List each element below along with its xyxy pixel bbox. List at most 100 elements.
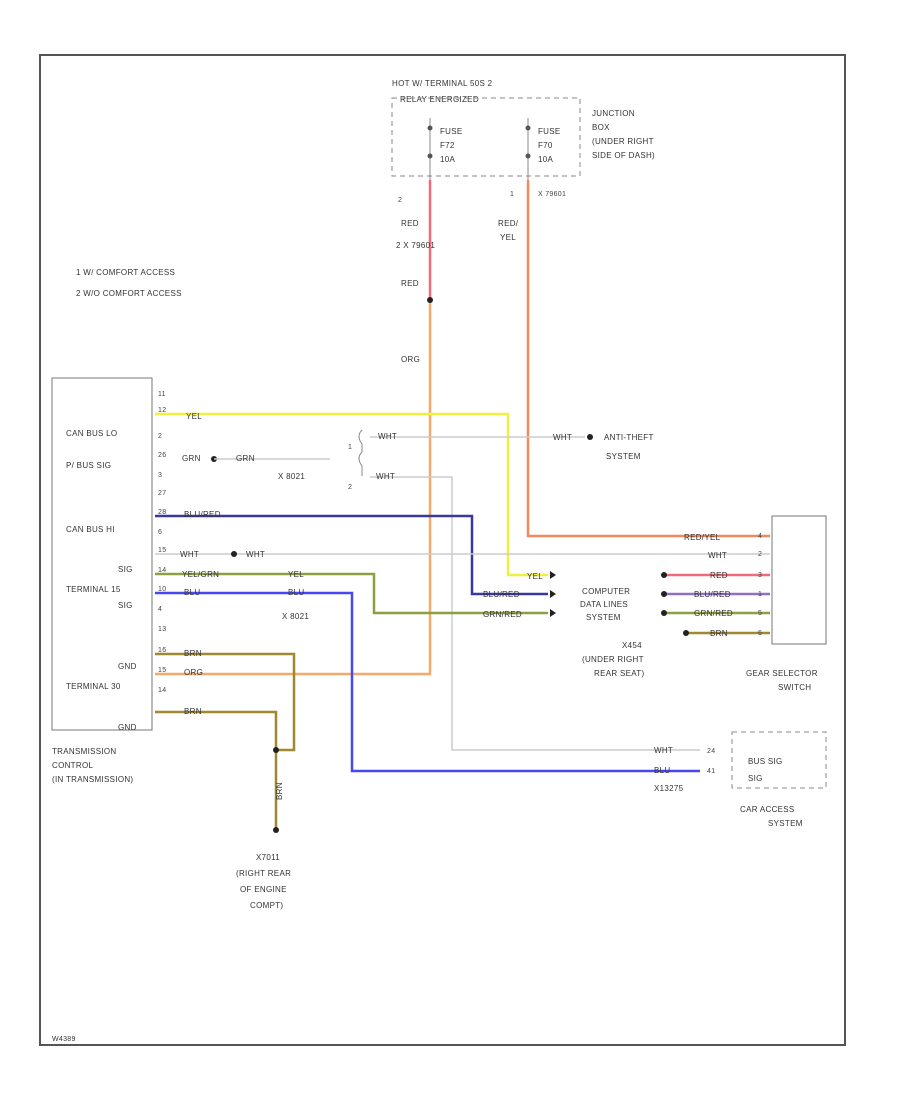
computer-data-label-2: DATA LINES — [580, 600, 628, 609]
wire-label-red-yel-right: RED/YEL — [684, 533, 721, 542]
dot-brn-gs — [683, 630, 689, 636]
wire-group — [155, 180, 770, 833]
gear-selector-pin: 2 — [758, 551, 762, 558]
tcm-label-can-hi: CAN BUS HI — [66, 525, 115, 534]
gear-selector-name-1: GEAR SELECTOR — [746, 669, 818, 678]
gear-selector-pin: 6 — [758, 630, 762, 637]
wire-label-org2: ORG — [184, 668, 203, 677]
arrow-yel — [550, 571, 556, 579]
tcm-label-pbus: P/ BUS SIG — [66, 461, 111, 470]
arrow-blu-red — [550, 590, 556, 598]
transmission-control-box — [51, 377, 153, 731]
tcm-pin: 16 — [158, 647, 166, 654]
wire-label-blu-car: BLU — [654, 766, 670, 775]
wire-label-red-yel-b: YEL — [500, 233, 516, 242]
wire-label-wht-branch2: WHT — [376, 472, 395, 481]
x454-label-3: REAR SEAT) — [594, 669, 644, 678]
tcm-name-1: TRANSMISSION — [52, 747, 117, 756]
gear-selector-pin: 4 — [758, 533, 762, 540]
wire-label-wht-anti-end: WHT — [553, 433, 572, 442]
tcm-pin: 11 — [158, 391, 166, 398]
tcm-pin: 3 — [158, 472, 162, 479]
computer-data-label-1: COMPUTER — [582, 587, 630, 596]
tcm-pin: 27 — [158, 490, 166, 497]
fuse-pin-right: 1 — [510, 191, 514, 198]
fuse-f70-rating: 10A — [538, 155, 553, 164]
hot-label-2: RELAY ENERGIZED — [400, 95, 479, 104]
wire-label-wht-row2: WHT — [246, 550, 265, 559]
splice-pin-2: 2 — [348, 484, 352, 491]
wire-label-yel-grn2: YEL — [288, 570, 304, 579]
car-access-name-1: CAR ACCESS — [740, 805, 795, 814]
junction-box-outline — [391, 97, 581, 177]
dot-red-gs — [661, 572, 667, 578]
legend-item-2: 2 W/O COMFORT ACCESS — [76, 289, 182, 298]
ground-label-1: X7011 — [256, 853, 280, 862]
wire-blu-red-can-hi — [155, 514, 548, 596]
tcm-pin: 12 — [158, 407, 166, 414]
fuse-conn-right: X 79601 — [538, 191, 566, 198]
tcm-pin: 15 — [158, 547, 166, 554]
tcm-pin: 13 — [158, 626, 166, 633]
gear-selector-box — [771, 515, 827, 645]
junction-box-label-4: SIDE OF DASH) — [592, 151, 655, 160]
tcm-label-sig-1: SIG — [118, 565, 133, 574]
wire-label-blu-red: BLU/RED — [184, 510, 221, 519]
splice-bracket — [358, 429, 363, 476]
dot-blu-wht-gs — [661, 591, 667, 597]
tcm-pin: 15 — [158, 667, 166, 674]
wire-yel-can-lo — [155, 412, 548, 577]
wire-label-red-upper: RED — [401, 219, 419, 228]
tcm-pin: 2 — [158, 433, 162, 440]
splice-dot-wht-row — [231, 551, 237, 557]
junction-box-label-1: JUNCTION — [592, 109, 635, 118]
splice-pin-1: 1 — [348, 444, 352, 451]
tcm-pin: 6 — [158, 529, 162, 536]
ground-label-4: COMPT) — [250, 901, 283, 910]
wire-label-grn-red-r2: GRN/RED — [694, 609, 733, 618]
gear-selector-pin: 5 — [758, 610, 762, 617]
wire-red-yel-feed — [526, 180, 770, 538]
tcm-pin: 28 — [158, 509, 166, 516]
wire-label-blu: BLU — [184, 588, 200, 597]
car-access-box-label-2: SIG — [748, 774, 763, 783]
wire-label-red-right: RED — [710, 571, 728, 580]
wire-blu — [155, 591, 700, 773]
ground-label-3: OF ENGINE — [240, 885, 287, 894]
hot-label-1: HOT W/ TERMINAL 50S 2 — [392, 79, 493, 88]
tcm-label-terminal-30: TERMINAL 30 — [66, 682, 121, 691]
wire-label-red-lower: RED — [401, 279, 419, 288]
wire-label-grn: GRN — [182, 454, 201, 463]
wire-label-yel-right: YEL — [527, 572, 543, 581]
wire-brn-1 — [155, 652, 296, 752]
anti-theft-label-2: SYSTEM — [606, 452, 641, 461]
wire-label-red-yel-a: RED/ — [498, 219, 519, 228]
wire-yel-grn — [155, 572, 548, 615]
fuse-pin-left: 2 — [398, 197, 402, 204]
wire-label-conn-car: X13275 — [654, 784, 684, 793]
car-access-pin-24: 24 — [707, 748, 715, 755]
tcm-pin: 4 — [158, 606, 162, 613]
tcm-pin: 10 — [158, 586, 166, 593]
ground-label-2: (RIGHT REAR — [236, 869, 291, 878]
wire-label-grn-red-right: GRN/RED — [483, 610, 522, 619]
tcm-name-3: (IN TRANSMISSION) — [52, 775, 133, 784]
wire-label-brn-vert: BRN — [275, 782, 284, 800]
car-access-box-label-1: BUS SIG — [748, 757, 783, 766]
tcm-pin: 14 — [158, 687, 166, 694]
car-access-name-2: SYSTEM — [768, 819, 803, 828]
legend-item-1: 1 W/ COMFORT ACCESS — [76, 268, 175, 277]
wire-label-conn-x8021b: X 8021 — [282, 612, 309, 621]
wire-label-org: ORG — [401, 355, 420, 364]
fuse-f72-number: F72 — [440, 141, 455, 150]
ground-dot — [273, 827, 279, 833]
fuse-f72-rating: 10A — [440, 155, 455, 164]
wire-label-yel: YEL — [186, 412, 202, 421]
tcm-label-gnd-2: GND — [118, 723, 137, 732]
wire-label-blu-red-right: BLU/RED — [483, 590, 520, 599]
tcm-pin: 26 — [158, 452, 166, 459]
wire-label-brn-right: BRN — [710, 629, 728, 638]
wire-label-blu2: BLU — [288, 588, 304, 597]
